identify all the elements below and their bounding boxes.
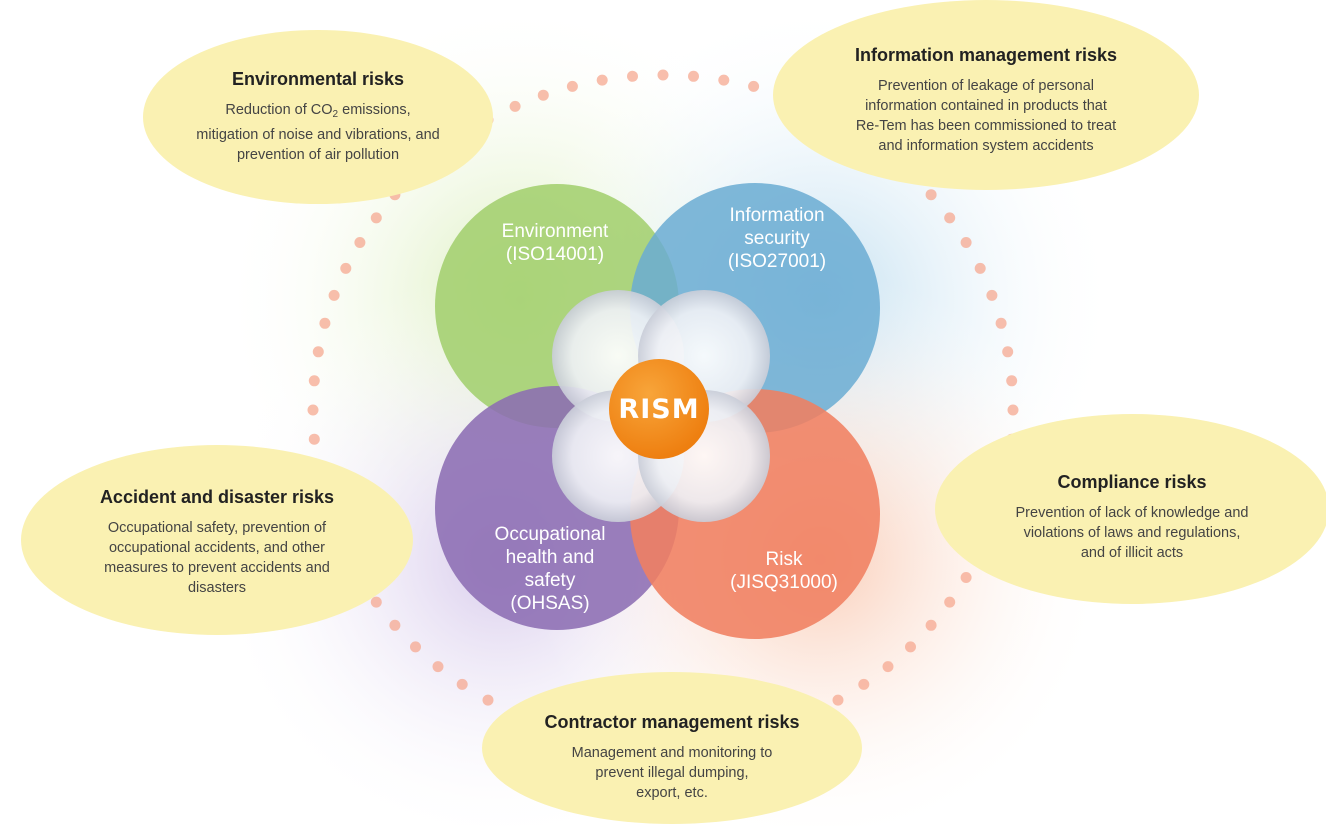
risk-bubbles [21, 0, 1326, 824]
ring-dot [688, 70, 699, 82]
environmental-risks-title: Environmental risks [231, 69, 405, 89]
label-line: security [744, 228, 810, 249]
description-line: occupational accidents, and other [108, 540, 326, 556]
rism-label: RISM [618, 393, 700, 425]
environmental-risks-text: Environmental risks Reduction of CO2 emi… [168, 62, 468, 172]
description-line: Prevention of lack of knowledge and [1015, 505, 1249, 521]
compliance-risks-bubble [935, 414, 1326, 604]
label-line: (ISO14001) [505, 244, 605, 265]
ring-dot [995, 317, 1007, 329]
environmental-risks-bubble [143, 30, 493, 204]
compliance-risks-title: Compliance risks [1057, 472, 1207, 492]
description-line: and information system accidents [878, 137, 1094, 154]
ring-dot [974, 262, 986, 274]
accident-disaster-risks-bubble [21, 445, 413, 635]
description-line: disasters [187, 580, 247, 596]
description-line: violations of laws and regulations, [1023, 525, 1241, 541]
description-line: and of illicit acts [1080, 545, 1184, 561]
information-management-risks-title: Information management risks [854, 44, 1118, 65]
ring-dot [312, 346, 324, 358]
ring-dot [657, 69, 669, 81]
co2-subscript: 2 [332, 109, 339, 120]
description-line: Occupational safety, prevention of [107, 520, 327, 536]
contractor-management-risks-bubble [482, 672, 862, 824]
ring-dot [537, 89, 549, 101]
contractor-management-risks-description: Management and monitoring to prevent ill… [572, 743, 773, 803]
description-line: mitigation of noise and vibrations, and [196, 127, 440, 143]
label-line: Environment [501, 221, 609, 242]
contractor-management-risks-text: Contractor management risks Management a… [502, 702, 842, 812]
information-security-label: Information security (ISO27001) [677, 204, 877, 273]
label-line: health and [505, 547, 595, 568]
ring-dot [319, 317, 331, 329]
description-line: Re-Tem has been commissioned to treat [855, 117, 1117, 134]
description-line: Management and monitoring to [571, 744, 773, 761]
accident-disaster-risks-description: Occupational safety, prevention of occup… [104, 518, 330, 598]
emissions-text: emissions, [338, 102, 411, 118]
ring-dot [925, 619, 937, 631]
ring-dot [832, 694, 844, 706]
rism-center-circle [609, 359, 709, 459]
ring-dot [370, 212, 382, 224]
ring-dot [718, 74, 730, 86]
ring-dot [354, 237, 366, 248]
label-line: (ISO27001) [727, 251, 827, 272]
ring-dot [925, 189, 937, 201]
description-line: information contained in products that [865, 97, 1107, 114]
accident-disaster-risks-text: Accident and disaster risks Occupational… [42, 475, 392, 610]
ring-dot [432, 661, 444, 673]
ring-dot [596, 74, 608, 86]
ring-dot [960, 237, 972, 248]
label-line: Occupational [494, 524, 606, 545]
description-line: prevention of air pollution [236, 147, 400, 163]
ring-dot [566, 80, 578, 92]
ring-dot [307, 404, 319, 416]
description-line: prevent illegal dumping, [595, 764, 749, 781]
contractor-management-risks-title: Contractor management risks [544, 711, 800, 732]
description-line: export, etc. [636, 784, 708, 801]
ring-dot [858, 678, 870, 690]
ring-dot [482, 694, 494, 706]
ring-dot [882, 661, 894, 673]
ring-dot [456, 678, 468, 690]
description-line: Prevention of leakage of personal [877, 77, 1095, 94]
ring-dot [960, 572, 972, 583]
ring-dot [340, 262, 352, 274]
environment-label: Environment (ISO14001) [455, 220, 655, 266]
ring-dot [328, 289, 340, 301]
ring-dot [905, 641, 916, 653]
ring-dot [509, 100, 521, 112]
ring-dot [944, 596, 956, 608]
ring-dot [944, 212, 956, 224]
information-management-risks-bubble [773, 0, 1199, 190]
ring-dot [1002, 346, 1014, 358]
ring-dot [308, 433, 320, 445]
co2-text: Reduction of CO [225, 102, 333, 118]
ring-dot [308, 375, 320, 387]
label-line: safety [524, 570, 576, 591]
label-line: (JISQ31000) [730, 572, 838, 593]
accident-disaster-risks-title: Accident and disaster risks [99, 487, 335, 507]
occupational-health-safety-label: Occupational health and safety (OHSAS) [450, 523, 650, 615]
ring-dot [370, 596, 382, 608]
label-line: (OHSAS) [510, 593, 590, 614]
ring-dot [627, 70, 638, 82]
ring-dot [986, 289, 998, 301]
ring-dot [410, 641, 421, 653]
risk-label: Risk (JISQ31000) [684, 548, 884, 594]
label-line: Risk [765, 549, 803, 570]
information-management-risks-text: Information management risks Prevention … [786, 30, 1186, 170]
ring-dot [1007, 404, 1019, 416]
description-line: measures to prevent accidents and [104, 560, 330, 576]
ring-dot [1006, 375, 1018, 387]
compliance-risks-description: Prevention of lack of knowledge and viol… [1016, 503, 1249, 563]
ring-dot [389, 619, 401, 631]
ring-dot [748, 80, 760, 92]
environmental-risks-description: Reduction of CO2 emissions, mitigation o… [196, 100, 439, 165]
information-management-risks-description: Prevention of leakage of personal inform… [856, 76, 1116, 156]
label-line: Information [729, 205, 825, 226]
compliance-risks-text: Compliance risks Prevention of lack of k… [957, 460, 1307, 575]
